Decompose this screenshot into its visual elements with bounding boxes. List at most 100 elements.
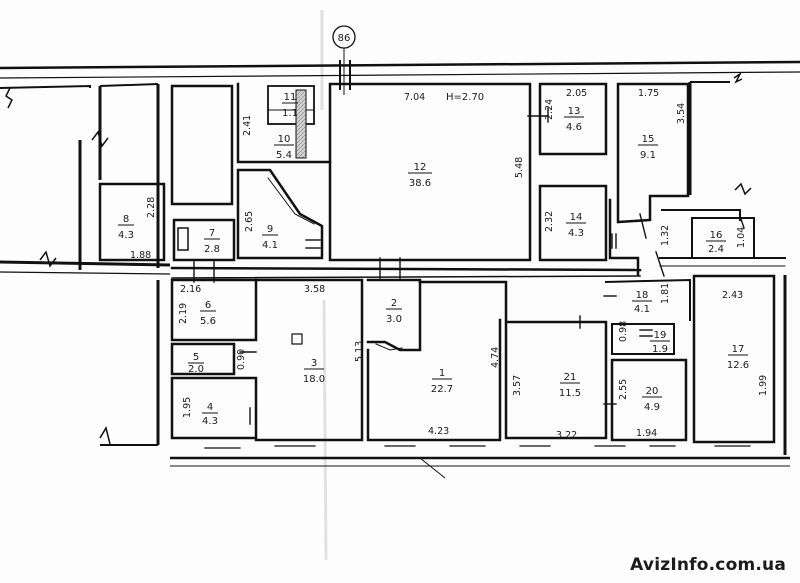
dim-label: 2.05 [566, 88, 587, 99]
svg-text:16: 16 [710, 230, 723, 241]
svg-text:3.0: 3.0 [386, 314, 402, 325]
svg-text:12: 12 [414, 162, 427, 173]
svg-text:4.9: 4.9 [644, 402, 660, 413]
svg-text:9.1: 9.1 [640, 150, 656, 161]
room-8: 84.3 [118, 214, 134, 241]
dim-label: 2.28 [146, 197, 157, 218]
svg-text:17: 17 [732, 344, 745, 355]
dim-label: 0.90 [236, 349, 247, 370]
dim-label: 1.81 [660, 283, 671, 304]
dim-label: 2.32 [544, 211, 555, 232]
svg-text:2.4: 2.4 [708, 244, 724, 255]
room-5: 52.0 [188, 352, 204, 375]
dim-label: 2.55 [618, 379, 629, 400]
dim-label: 1.99 [758, 375, 769, 396]
room-1: 122.7 [431, 368, 453, 395]
svg-text:15: 15 [642, 134, 655, 145]
dim-label: 4.74 [490, 347, 501, 368]
dim-label: 5.48 [514, 157, 525, 178]
svg-text:3: 3 [311, 358, 317, 369]
svg-text:11.5: 11.5 [559, 388, 581, 399]
svg-text:10: 10 [278, 134, 291, 145]
svg-text:4.1: 4.1 [634, 304, 650, 315]
room-13: 134.6 [564, 106, 584, 133]
svg-text:5.6: 5.6 [200, 316, 216, 327]
svg-text:4.6: 4.6 [566, 122, 582, 133]
svg-text:18.0: 18.0 [303, 374, 325, 385]
dim-label: 2.41 [242, 115, 253, 136]
room-11: 111.1 [282, 92, 298, 119]
svg-text:38.6: 38.6 [409, 178, 431, 189]
room-19: 191.9 [650, 330, 670, 355]
watermark: AvizInfo.com.ua [630, 555, 786, 575]
svg-text:20: 20 [646, 386, 659, 397]
svg-text:1: 1 [439, 368, 445, 379]
room-21: 21 11.5 [559, 372, 581, 399]
room-2: 23.0 [386, 298, 402, 325]
room-18: 184.1 [632, 290, 652, 315]
svg-text:9: 9 [267, 224, 273, 235]
room-12: 12 38.6 [408, 162, 432, 189]
svg-text:19: 19 [654, 330, 667, 341]
room-10: 105.4 [274, 134, 294, 161]
svg-text:13: 13 [568, 106, 581, 117]
svg-text:22.7: 22.7 [431, 384, 453, 395]
scan-noise [320, 10, 328, 561]
dim-label: 2.65 [244, 211, 255, 232]
svg-text:4: 4 [207, 402, 213, 413]
dim-label: 3.22 [556, 430, 577, 441]
height-note: H=2.70 [446, 92, 484, 103]
dim-label: 7.04 [404, 92, 425, 103]
svg-text:4.3: 4.3 [202, 416, 218, 427]
dim-label: 1.04 [736, 227, 747, 248]
dim-label: 5.13 [354, 341, 365, 362]
room-20: 204.9 [642, 386, 662, 413]
exterior-walls [0, 60, 800, 479]
svg-text:21: 21 [564, 372, 577, 383]
dim-label: 2.24 [544, 99, 555, 120]
dim-label: 2.16 [180, 284, 201, 295]
svg-text:11: 11 [284, 92, 297, 103]
svg-text:18: 18 [636, 290, 649, 301]
svg-text:2.0: 2.0 [188, 364, 204, 375]
svg-text:5.4: 5.4 [276, 150, 292, 161]
dim-label: 1.88 [130, 250, 151, 261]
room-4: 44.3 [202, 402, 218, 427]
dim-label: 3.58 [304, 284, 325, 295]
room-labels: 122.7 23.0 318.0 44.3 52.0 65.6 72.8 84.… [118, 92, 749, 427]
dim-label: 1.95 [182, 397, 193, 418]
dim-label: 0.98 [618, 321, 629, 342]
room-14: 144.3 [566, 212, 586, 239]
svg-text:2: 2 [391, 298, 397, 309]
dim-label: 3.57 [512, 375, 523, 396]
svg-text:4.3: 4.3 [118, 230, 134, 241]
dim-label: 2.43 [722, 290, 743, 301]
room-9: 94.1 [262, 224, 278, 251]
svg-text:2.8: 2.8 [204, 244, 220, 255]
svg-text:7: 7 [209, 228, 215, 239]
room-15: 159.1 [638, 134, 658, 161]
dim-label: 1.75 [638, 88, 659, 99]
svg-text:5: 5 [193, 352, 199, 363]
room-7: 72.8 [204, 228, 220, 255]
svg-text:6: 6 [205, 300, 211, 311]
svg-text:14: 14 [570, 212, 583, 223]
interior-walls [98, 82, 786, 449]
svg-text:1.1: 1.1 [282, 108, 298, 119]
dim-label: 3.54 [676, 103, 687, 124]
svg-text:12.6: 12.6 [727, 360, 749, 371]
svg-text:8: 8 [123, 214, 129, 225]
dim-label: 1.94 [636, 428, 657, 439]
room-3: 318.0 [303, 358, 325, 385]
axis-marker-label: 86 [338, 33, 351, 44]
room-6: 65.6 [200, 300, 216, 327]
room-17: 17 12.6 [727, 344, 749, 371]
dim-label: 4.23 [428, 426, 449, 437]
dim-label: 1.32 [660, 225, 671, 246]
svg-text:1.9: 1.9 [652, 344, 668, 355]
dimension-labels: 7.04 2.05 2.24 1.75 3.54 2.41 5.48 2.28 … [130, 88, 769, 441]
room-16: 162.4 [706, 230, 726, 255]
svg-text:4.3: 4.3 [568, 228, 584, 239]
dim-label: 2.19 [178, 303, 189, 324]
